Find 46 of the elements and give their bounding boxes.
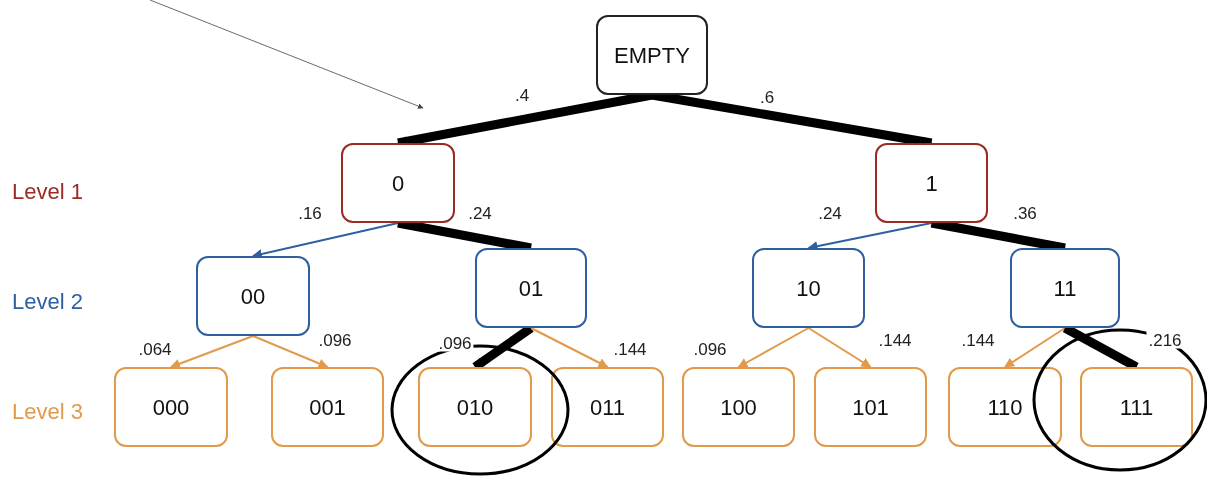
node-label: 100 [720, 393, 757, 422]
node-label: 0 [391, 169, 405, 198]
edge-label: .36 [1011, 204, 1039, 222]
arrow [807, 327, 872, 368]
tree-node-box [752, 248, 865, 328]
arrow [252, 335, 329, 369]
edge-label: .216 [1146, 331, 1184, 349]
node-label: 010 [456, 393, 494, 422]
node-label: 101 [852, 393, 889, 422]
tree-node-box [114, 367, 228, 447]
level-label: Level 3 [12, 398, 83, 426]
tree-node-box [196, 256, 310, 336]
level-label: Level 1 [12, 178, 83, 206]
node-label: 110 [987, 393, 1023, 422]
node-label: 00 [240, 282, 266, 311]
tree-node-box [875, 143, 988, 223]
tree-node-box [418, 367, 532, 447]
node-label: 001 [309, 393, 346, 422]
arrow [1004, 327, 1066, 368]
node-label: 01 [518, 274, 544, 303]
tree-node-box [814, 367, 927, 447]
arrow [170, 335, 254, 369]
node-label: 011 [589, 393, 626, 422]
edge-label: .24 [466, 204, 494, 222]
tree-node-box [341, 143, 455, 223]
node-label: 000 [152, 393, 190, 422]
node-label: EMPTY [614, 41, 690, 70]
edge-label: .16 [296, 204, 324, 222]
tree-node-box [1010, 248, 1120, 328]
node-label: 11 [1053, 274, 1077, 303]
tree-node-box [948, 367, 1062, 447]
arrow [737, 327, 810, 368]
edge-label: .24 [816, 204, 844, 222]
node-label: 10 [796, 274, 821, 303]
tree-node-box [596, 15, 708, 95]
node-label: 1 [925, 169, 938, 198]
tree-node-box [1080, 367, 1193, 447]
edge-label: .096 [436, 334, 474, 352]
tree-node-box [271, 367, 384, 447]
tree-node-box [682, 367, 795, 447]
arrow [530, 327, 609, 368]
level-label: Level 2 [12, 288, 83, 316]
tree-node-box [475, 248, 587, 328]
node-label: 111 [1119, 393, 1154, 422]
arrow [252, 222, 399, 259]
tree-node-box [551, 367, 664, 447]
